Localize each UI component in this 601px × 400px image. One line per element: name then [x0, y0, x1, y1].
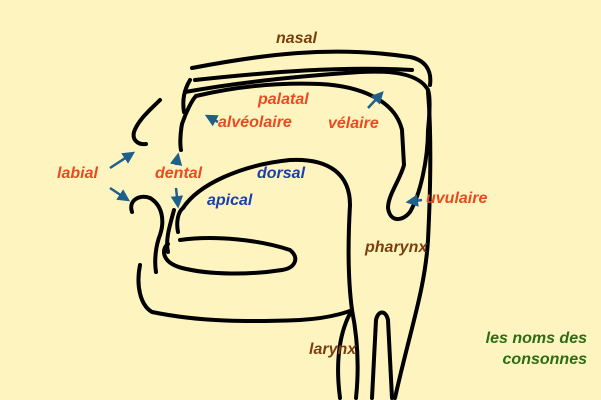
epiglottis-outline: [350, 308, 360, 400]
larynx-outline: [370, 310, 394, 400]
lower-lip-outline: [129, 194, 165, 274]
title-line-1: les noms des: [485, 330, 587, 347]
label-pharynx: pharynx: [365, 239, 428, 256]
arrow-dental-upper: [169, 152, 183, 167]
lower-teeth-outline: [165, 208, 176, 254]
label-apical: apical: [207, 192, 253, 209]
nasal-cavity-outline: [190, 49, 433, 87]
arrow-uvulaire: [405, 194, 423, 207]
label-uvulaire: uvulaire: [426, 190, 488, 207]
upper-incisor: [181, 78, 192, 114]
chin-outline: [136, 263, 354, 324]
upper-teeth-outline: [178, 94, 198, 152]
tongue-tip-outline: [175, 206, 185, 234]
label-velaire: vélaire: [328, 115, 379, 132]
diagram-title: les noms des consonnes: [486, 328, 587, 370]
arrow-velaire: [367, 91, 384, 109]
pharynx-wall-outline: [393, 90, 433, 400]
arrow-alveolaire: [204, 114, 219, 127]
label-labial: labial: [57, 165, 98, 182]
label-palatal: palatal: [258, 91, 309, 108]
palate-outline: [194, 81, 432, 221]
label-nasal: nasal: [276, 30, 317, 47]
tongue-outline: [181, 157, 354, 400]
hard-palate-outline: [183, 69, 430, 94]
arrow-labial-upper: [109, 151, 136, 170]
label-dental: dental: [155, 165, 203, 182]
arrow-labial-lower: [109, 186, 131, 202]
nasal-floor-outline: [193, 66, 414, 82]
label-alveolaire: alvéolaire: [218, 114, 292, 131]
title-line-2: consonnes: [502, 351, 587, 368]
upper-lip-outline: [131, 98, 162, 147]
arrow-dental-lower: [170, 187, 184, 209]
label-larynx: larynx: [309, 341, 357, 358]
label-dorsal: dorsal: [257, 165, 306, 182]
lower-jaw-outline: [162, 236, 298, 276]
